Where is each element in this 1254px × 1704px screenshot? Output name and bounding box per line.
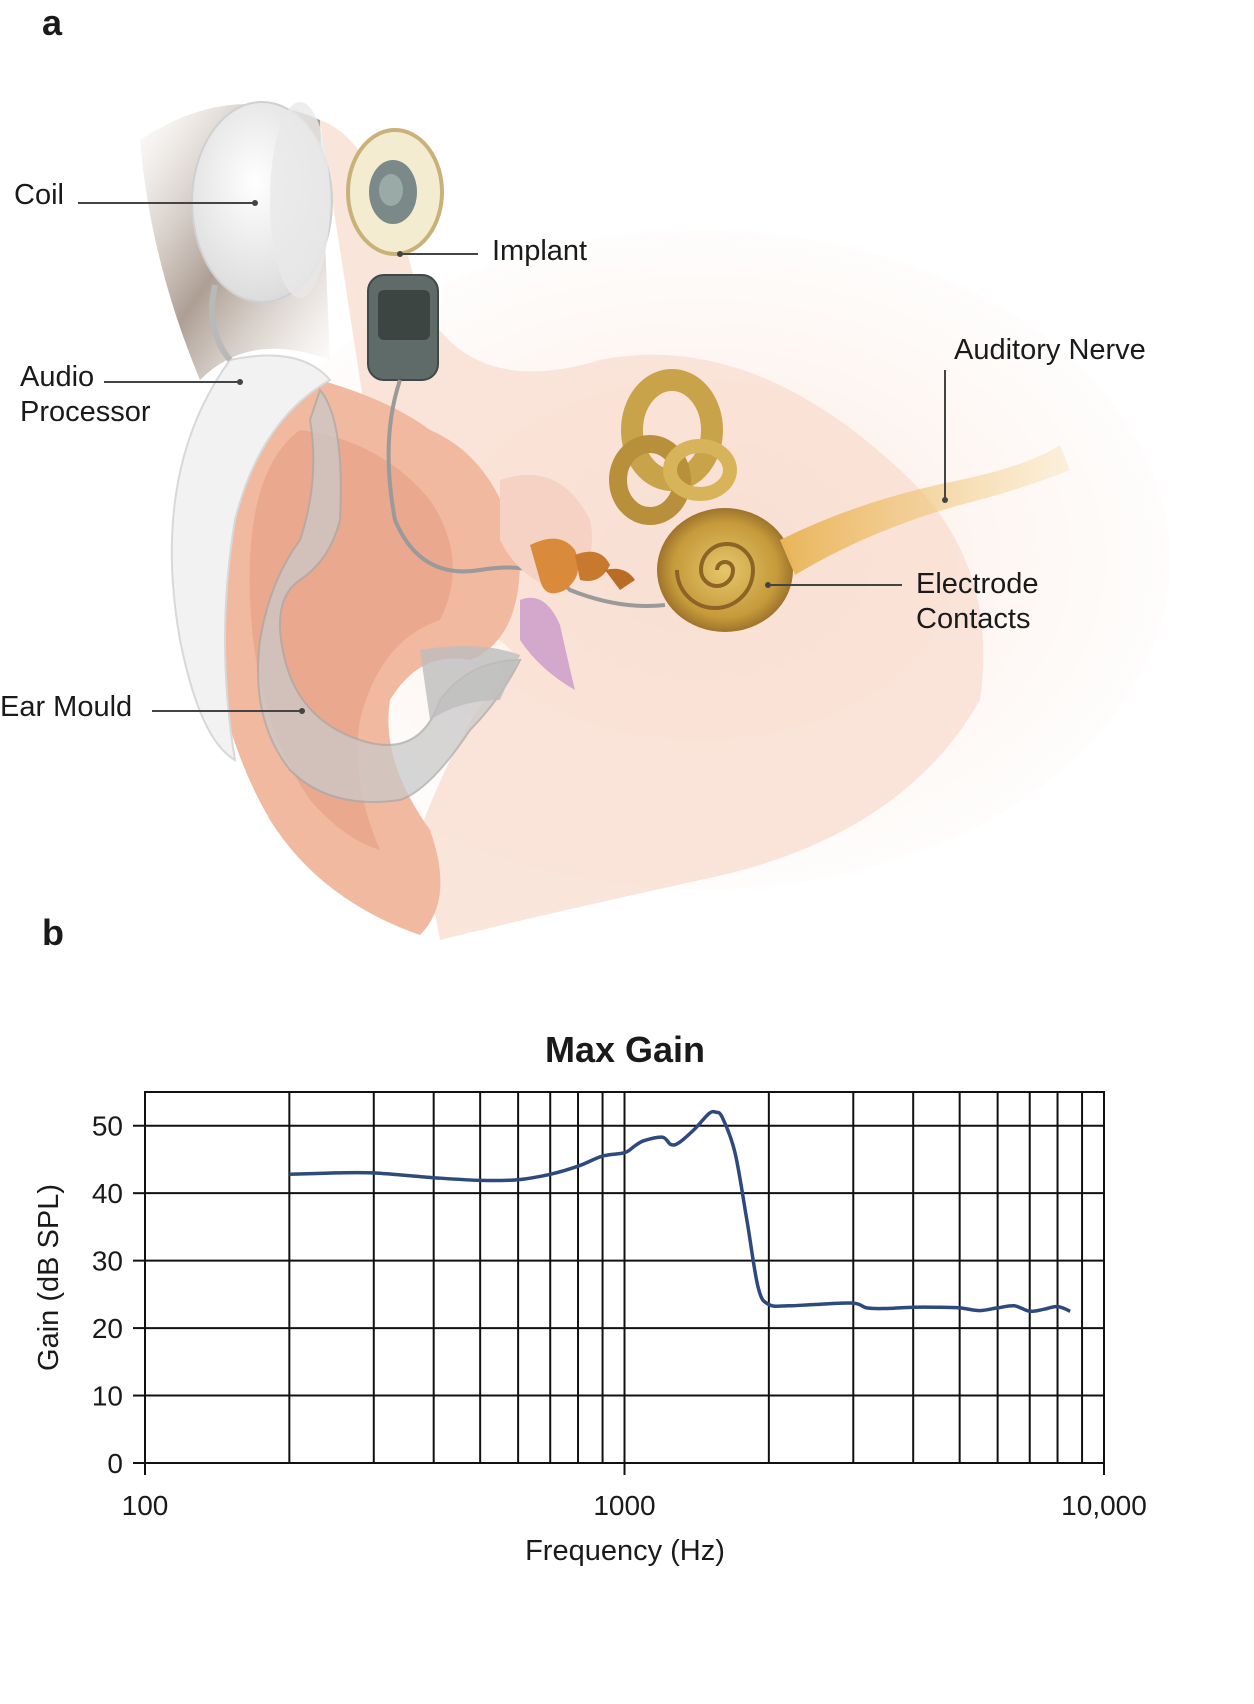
label-auditory-nerve: Auditory Nerve xyxy=(954,334,1146,366)
semicircular-canal-lateral xyxy=(663,439,737,501)
y-tick-label: 40 xyxy=(92,1178,123,1209)
panel-a-letter: a xyxy=(42,2,63,43)
implant-chip xyxy=(378,290,430,340)
auditory-nerve xyxy=(780,445,1070,575)
label-ear-mould: Ear Mould xyxy=(0,691,133,723)
gain-series-line xyxy=(289,1109,1071,1314)
plot-frame xyxy=(144,1091,1105,1464)
electrode-lead xyxy=(386,379,666,608)
label-coil: Coil xyxy=(14,179,64,211)
y-tick-label: 50 xyxy=(92,1111,123,1142)
eardrum xyxy=(520,597,575,690)
ossicle-incus xyxy=(575,551,610,581)
label-audio-processor-line2: Processor xyxy=(20,396,151,428)
x-axis-ticks: 100 1000 10,000 xyxy=(122,1463,1147,1521)
ossicle-stapes xyxy=(605,568,635,590)
y-axis-label: Gain (dB SPL) xyxy=(33,1184,65,1371)
audio-processor xyxy=(170,354,332,762)
label-electrode-line2: Contacts xyxy=(916,603,1031,635)
label-audio-processor-line1: Audio xyxy=(20,361,95,393)
chart-series xyxy=(289,1109,1071,1314)
y-tick-label: 30 xyxy=(92,1246,123,1277)
chart-grid xyxy=(145,1092,1104,1463)
x-tick-label: 1000 xyxy=(593,1490,655,1521)
y-tick-label: 10 xyxy=(92,1381,123,1412)
electrode-leader-dot xyxy=(765,582,771,588)
label-implant: Implant xyxy=(492,235,588,267)
coil-leader-dot xyxy=(252,200,258,206)
head-skin xyxy=(320,120,984,940)
ear-mould-leader-dot xyxy=(299,708,305,714)
auditory-nerve-leader-dot xyxy=(942,497,948,503)
y-axis-ticks: 0 10 20 30 40 50 xyxy=(92,1111,145,1479)
x-tick-label: 100 xyxy=(122,1490,169,1521)
y-tick-label: 20 xyxy=(92,1313,123,1344)
cochlea-spiral xyxy=(675,542,756,610)
x-axis-label: Frequency (Hz) xyxy=(525,1535,725,1567)
ear-canal-piece xyxy=(420,646,520,720)
coil-cable xyxy=(209,284,233,362)
max-gain-chart: Max Gain 0 10 20 30 40 50 100 1000 10,000 Frequ… xyxy=(33,1029,1147,1567)
chart-title: Max Gain xyxy=(545,1029,705,1070)
y-tick-label: 0 xyxy=(107,1448,123,1479)
semicircular-canal-posterior xyxy=(609,435,691,525)
implant-magnet-center xyxy=(379,174,403,206)
ossicle-malleus xyxy=(530,538,579,594)
implant-leader-dot xyxy=(397,251,403,257)
coil-edge xyxy=(270,102,330,298)
x-tick-label: 10,000 xyxy=(1061,1490,1147,1521)
panel-b-letter: b xyxy=(42,912,64,953)
label-electrode-line1: Electrode xyxy=(916,568,1039,600)
cochlear-implant-illustration xyxy=(78,101,1170,940)
audio-processor-leader-dot xyxy=(237,379,243,385)
